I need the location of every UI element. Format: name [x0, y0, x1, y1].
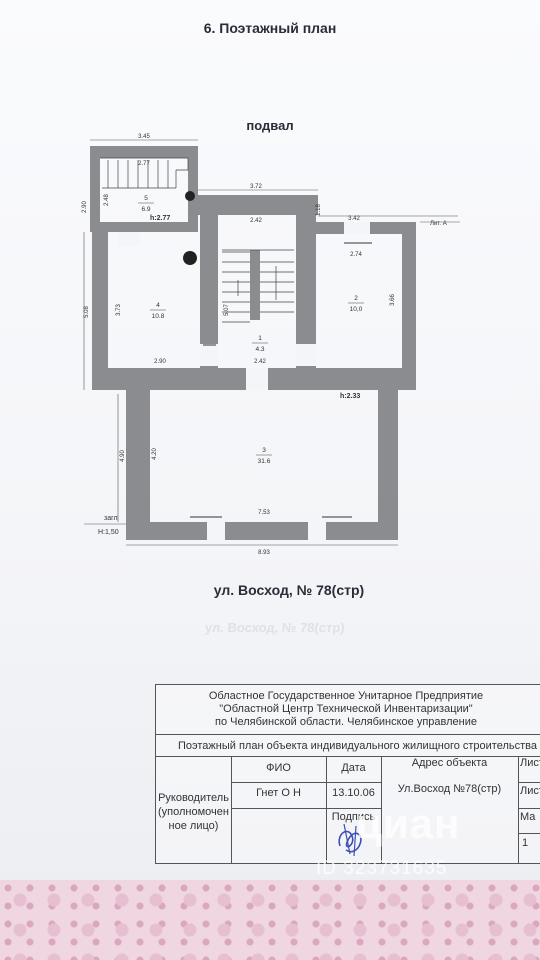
dim-label: 2.90 — [154, 359, 166, 365]
room-number: 5 — [144, 195, 148, 202]
background-fabric — [0, 880, 540, 960]
stairs-middle — [222, 249, 294, 323]
signature-label: Подпись — [331, 811, 376, 823]
room-area: 10.8 — [152, 313, 165, 320]
dim-label: 5.08 — [84, 306, 90, 318]
dim-label: 1.18 — [316, 204, 322, 216]
floor-label: подвал — [246, 118, 294, 133]
sheet-cell: Лист — [520, 785, 540, 797]
sheet-cell: Ма — [520, 811, 536, 823]
zagl-labels: загл Н:1,50 — [98, 515, 119, 536]
room-number: 4 — [156, 302, 160, 309]
org-line: "Областной Центр Технической Инвентариза… — [219, 703, 473, 715]
door-lines — [190, 242, 372, 518]
page-title: 6. Поэтажный план — [203, 20, 337, 36]
dimension-lines — [83, 139, 460, 546]
dim-label: 2.48 — [104, 194, 110, 206]
dim-label: 3.66 — [390, 294, 396, 306]
dim-label: 2.42 — [250, 218, 262, 224]
watermark-brand: циан — [356, 800, 461, 847]
organization-name: Областное Государственное Унитарное Пред… — [156, 685, 540, 735]
height-label: h:2.77 — [150, 215, 170, 222]
signature-stamp-icon — [338, 823, 362, 857]
fio-header: ФИО — [266, 762, 291, 774]
title-block: Областное Государственное Унитарное Пред… — [155, 684, 540, 864]
role-line: Руководитель — [158, 792, 229, 804]
dim-label: 4.20 — [152, 448, 158, 460]
dim-label: 2.77 — [138, 161, 150, 167]
org-line: по Челябинской области. Челябинское упра… — [215, 716, 477, 728]
role-line: (уполномочен — [158, 806, 229, 818]
room-area: 4.3 — [255, 346, 264, 353]
lit-label: Лит. А — [430, 221, 447, 227]
ghost-through-text: ул. Восход, № 78(стр) — [204, 620, 346, 635]
walls — [90, 146, 416, 540]
date-header: Дата — [341, 762, 366, 774]
dim-label: 8.93 — [258, 550, 270, 556]
height-label: h:2.33 — [340, 393, 360, 400]
stairs-upper — [100, 157, 189, 189]
openings — [118, 222, 370, 540]
sheet-cell: 1 — [522, 837, 529, 849]
dim-label: 3.42 — [348, 216, 360, 222]
dim-label: 2.90 — [82, 201, 88, 213]
dim-label: 5.07 — [224, 304, 230, 316]
zagl-height: Н:1,50 — [98, 529, 119, 536]
org-line: Областное Государственное Унитарное Пред… — [208, 690, 484, 702]
sheet-header: Лист — [520, 757, 540, 769]
zagl-label: загл — [104, 515, 118, 522]
object-address-value: Ул.Восход №78(стр) — [397, 783, 502, 795]
dimension-labels: 3.45 2.77 2.90 2.48 3.72 2.42 1.18 3.42 … — [82, 134, 447, 556]
address-header: Адрес объекта — [411, 757, 488, 769]
role-line: ное лицо) — [168, 820, 219, 832]
dim-label: 4.90 — [120, 450, 126, 462]
room-number: 1 — [258, 335, 262, 342]
watermark-id: ID 323731635 — [316, 858, 448, 879]
dim-label: 2.74 — [350, 252, 362, 258]
dim-label: 2.42 — [254, 359, 266, 365]
room-labels: 5 6.9 4 10.8 1 4.3 2 10,0 3 31.6 — [138, 195, 364, 465]
dim-label: 7.53 — [258, 510, 270, 516]
room-number: 2 — [354, 295, 358, 302]
dim-label: 3.45 — [138, 134, 150, 140]
height-labels: h:2.77 h:2.33 — [150, 215, 360, 400]
room-area: 10,0 — [350, 306, 363, 313]
plan-title: Поэтажный план объекта индивидуального ж… — [156, 735, 540, 757]
object-address-title: ул. Восход, № 78(стр) — [213, 582, 365, 598]
dim-label: 3.73 — [116, 304, 122, 316]
room-area: 31.6 — [258, 458, 271, 465]
floor-plan: 3.45 2.77 2.90 2.48 3.72 2.42 1.18 3.42 … — [82, 134, 460, 556]
dim-label: 3.72 — [250, 184, 262, 190]
fio-value: Гнет О Н — [256, 787, 301, 799]
room-number: 3 — [262, 447, 266, 454]
date-value: 13.10.06 — [332, 787, 375, 799]
role-cell: Руководитель (уполномочен ное лицо) — [156, 791, 231, 833]
room-area: 6.9 — [141, 206, 150, 213]
